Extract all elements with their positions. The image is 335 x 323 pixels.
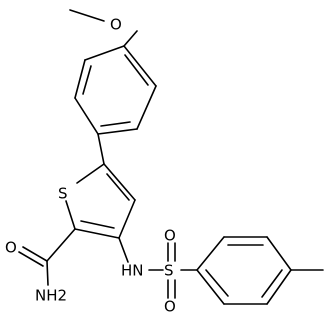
bond-anisole-5	[74, 59, 86, 99]
bond-anisole-3	[97, 128, 138, 135]
sulfonyl-sulfur-label: S	[164, 262, 174, 280]
bond-thiophene-4	[118, 199, 136, 239]
bond-tolyl-double-3	[205, 269, 229, 297]
amide-nh2-label: NH2	[35, 287, 67, 305]
sulfonamide-nh-label: HN	[121, 262, 144, 280]
bond-amide-c	[46, 228, 76, 262]
bond-anisole-double-3	[82, 65, 92, 95]
bond-anisole-6	[84, 45, 125, 61]
methoxy-oxygen-label: O	[110, 16, 122, 34]
sulfonyl-oxygen-top-label: O	[164, 227, 176, 245]
bond-thiophene-double-2	[80, 220, 115, 229]
bond-thiophene-3	[74, 228, 120, 239]
bond-tolyl-double-2	[261, 269, 283, 298]
bond-anisole-double-2	[100, 121, 131, 127]
bond-amide-co-2	[18, 251, 44, 267]
bond-tolyl-1	[196, 236, 225, 271]
bond-thiophene-2	[65, 200, 76, 230]
sulfonyl-oxygen-bottom-label: O	[164, 298, 176, 316]
bond-methyl-o	[69, 9, 105, 22]
bond-thiophene-double-1	[106, 173, 130, 201]
bond-anisole-4	[74, 97, 99, 135]
bond-o-aryl	[123, 30, 138, 47]
amide-oxygen-label: O	[5, 239, 17, 257]
bond-anisole-double-1	[124, 54, 149, 86]
bond-anisole-2	[136, 85, 157, 130]
bond-anisole-1	[123, 45, 157, 87]
bond-tolyl-3	[266, 236, 292, 271]
bond-tolyl-6	[196, 269, 225, 305]
bond-thiophene-5	[103, 163, 136, 201]
bond-ring-nh	[118, 237, 129, 263]
bond-thiophene-1	[76, 163, 105, 184]
bond-tolyl-4	[266, 269, 292, 305]
bond-amide-cn	[46, 260, 49, 286]
bond-amide-co-1	[22, 246, 48, 262]
thiophene-sulfur-label: S	[58, 185, 68, 203]
bond-aryl-thiophene	[97, 133, 105, 165]
